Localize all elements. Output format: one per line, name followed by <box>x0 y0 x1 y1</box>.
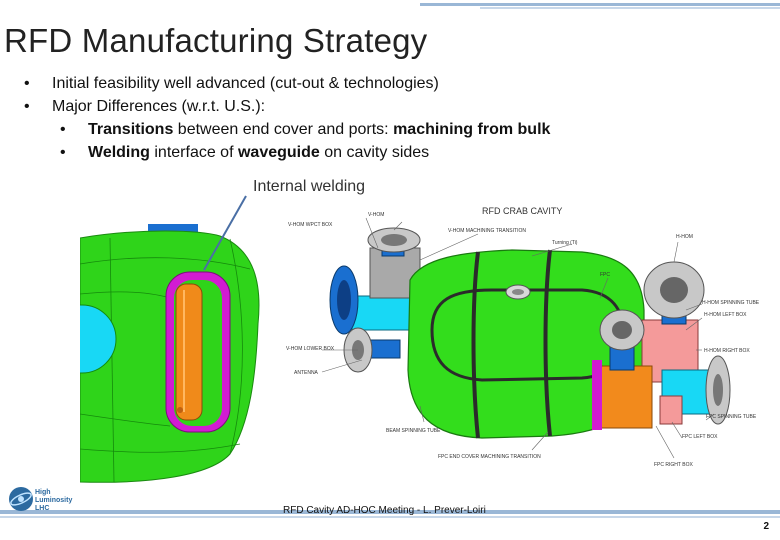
sub-bullet-bold: Welding <box>88 144 150 161</box>
page-number: 2 <box>763 521 769 532</box>
diagram-label: V-HOM WPCT BOX <box>288 222 333 228</box>
diagram-title: RFD CRAB CAVITY <box>482 206 562 216</box>
bullet-dot-icon: • <box>60 121 66 138</box>
header-band <box>0 0 780 14</box>
mesh-lines <box>80 237 251 483</box>
logo-line: Luminosity <box>35 497 73 504</box>
bullet-item: • Initial feasibility well advanced (cut… <box>24 72 550 95</box>
bullet-dot-icon: • <box>24 98 30 115</box>
sub-bullet-item: • Transitions between end cover and port… <box>60 118 550 141</box>
lower-pink-box <box>659 395 683 425</box>
sub-bullet-text: interface of <box>149 144 238 161</box>
hl-lhc-logo-icon <box>9 487 33 511</box>
diagram-label: FPC END COVER MACHINING TRANSITION <box>438 454 541 460</box>
sub-bullet-text: between end cover and ports: <box>173 121 394 138</box>
callout-leader-line <box>203 195 247 271</box>
diagram-label: FPC RIGHT BOX <box>654 462 693 468</box>
diagram-label: H-HOM LEFT BOX <box>704 312 747 318</box>
sub-bullet-bold: waveguide <box>237 144 320 161</box>
welding-closeup-image <box>80 214 262 484</box>
diagram-label: H-HOM SPINNING TUBE <box>702 300 760 306</box>
sub-bullet-bold: Transitions <box>88 121 174 138</box>
sub-bullet-text: on cavity sides <box>319 144 430 161</box>
header-line <box>420 3 780 6</box>
beam-tube-left <box>351 295 413 331</box>
waveguide-shape <box>175 283 203 421</box>
sub-bullet-bold: machining from bulk <box>393 121 551 138</box>
diagram-label: ANTENNA <box>294 370 319 376</box>
diagram-label: V-HOM MACHINING TRANSITION <box>448 228 526 234</box>
logo-text: High Luminosity LHC <box>35 489 72 513</box>
diagram-label: V-HOM LOWER BOX <box>286 346 335 352</box>
diagram-label: FPC LEFT BOX <box>682 434 718 440</box>
fpc-orange-box <box>599 365 653 429</box>
diagram-label: BEAM SPINNING TUBE <box>386 428 441 434</box>
footer-bar-secondary <box>0 516 780 518</box>
diagram-label: V-HOM <box>368 212 384 218</box>
footer-bar <box>0 510 780 514</box>
bullet-dot-icon: • <box>24 75 30 92</box>
diagram-label: H-HOM RIGHT BOX <box>704 348 750 354</box>
rfd-cavity-drawing: RFD CRAB CAVITY <box>282 200 778 478</box>
bullet-dot-icon: • <box>60 144 66 161</box>
logo-line: High <box>35 489 51 496</box>
sub-bullet-item: • Welding interface of waveguide on cavi… <box>60 141 550 164</box>
stiffening-ribs <box>471 249 552 439</box>
diagram-label: H-HOM <box>676 234 693 240</box>
callout-label: Internal welding <box>253 178 366 195</box>
header-line-secondary <box>480 7 780 9</box>
bullet-text: Initial feasibility well advanced (cut-o… <box>52 75 439 92</box>
diagram-label: FPC <box>600 272 610 278</box>
diagram-label: Turning (Ti) <box>552 240 578 246</box>
beam-port-hole <box>80 304 117 374</box>
weld-ring-right <box>592 360 602 430</box>
bullet-text: Major Differences (w.r.t. U.S.): <box>52 98 266 115</box>
bullet-item: • Major Differences (w.r.t. U.S.): <box>24 95 550 118</box>
footer-text: RFD Cavity AD-HOC Meeting - L. Prever-Lo… <box>283 505 486 516</box>
diagram-label: FPC SPINNING TUBE <box>706 414 757 420</box>
logo-line: LHC <box>35 505 50 512</box>
leader-lines <box>321 217 715 459</box>
slide-title: RFD Manufacturing Strategy <box>4 22 428 59</box>
bullet-list: • Initial feasibility well advanced (cut… <box>24 72 550 164</box>
